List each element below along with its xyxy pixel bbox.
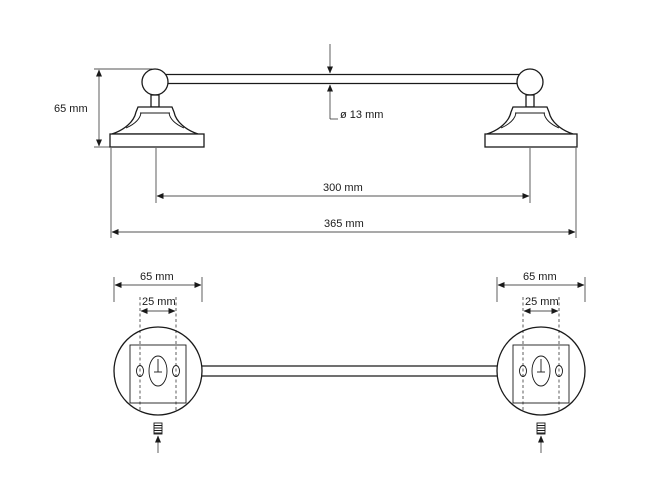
- right-hole-label: 25 mm: [525, 296, 559, 308]
- left-screw: [153, 422, 163, 453]
- left-bracket-side: [109, 68, 205, 148]
- inner-width-label: 300 mm: [323, 182, 363, 194]
- left-hole-label: 25 mm: [142, 296, 176, 308]
- right-screw: [536, 422, 546, 453]
- right-base-top: [496, 297, 586, 453]
- diameter-label: ø 13 mm: [340, 109, 383, 121]
- right-base-dimension: 65 mm: [496, 271, 586, 302]
- towel-bar-top: [202, 365, 497, 377]
- left-base-label: 65 mm: [140, 271, 174, 283]
- right-bracket-side: [484, 68, 578, 148]
- right-hole-dimension: 25 mm: [523, 296, 559, 314]
- overall-width-dimension: 365 mm: [110, 148, 577, 238]
- left-base-dimension: 65 mm: [113, 271, 203, 302]
- top-view: 65 mm 25 mm 65 mm 25 mm: [113, 271, 586, 453]
- diameter-dimension: ø 13 mm: [327, 44, 383, 121]
- inner-width-dimension: 300 mm: [155, 148, 531, 203]
- left-hole-dimension: 25 mm: [140, 296, 176, 314]
- towel-bar-side: [163, 73, 523, 85]
- height-dimension: 65 mm: [54, 68, 152, 148]
- overall-width-label: 365 mm: [324, 218, 364, 230]
- right-base-label: 65 mm: [523, 271, 557, 283]
- height-label: 65 mm: [54, 103, 88, 115]
- side-view: 65 mm ø 13 mm 300 mm 365 mm: [54, 44, 578, 238]
- left-base-top: [113, 297, 203, 453]
